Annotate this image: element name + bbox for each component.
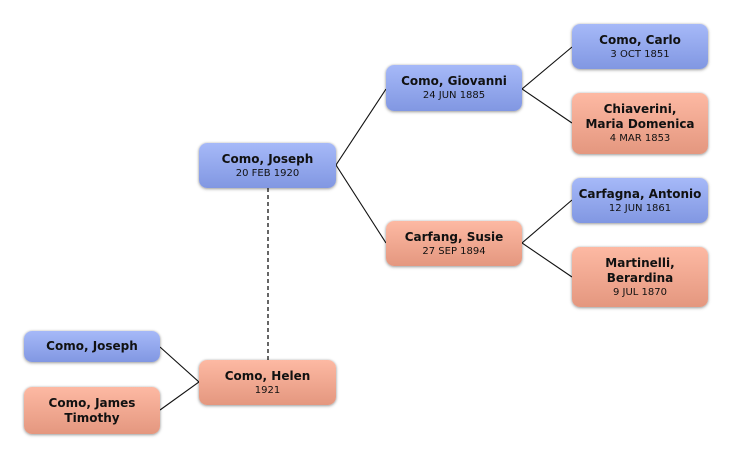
person-box-maternal-grandmother[interactable]: Martinelli, Berardina 9 JUL 1870: [572, 247, 708, 307]
person-box-mother[interactable]: Carfang, Susie 27 SEP 1894: [386, 221, 522, 266]
person-name: Como, James Timothy: [48, 395, 136, 425]
person-name: Como, Joseph: [221, 151, 314, 166]
person-box-child-2[interactable]: Como, James Timothy: [24, 387, 160, 434]
person-box-child-1[interactable]: Como, Joseph: [24, 331, 160, 362]
person-date: 4 MAR 1853: [609, 133, 671, 144]
person-name: Como, Joseph: [46, 339, 138, 353]
person-date: 27 SEP 1894: [422, 245, 486, 257]
connector-father-parents: [521, 46, 573, 124]
person-date: 3 OCT 1851: [610, 48, 670, 60]
person-box-paternal-grandmother[interactable]: Chiaverini, Maria Domenica 4 MAR 1853: [572, 93, 708, 154]
person-name: Chiaverini, Maria Domenica: [585, 102, 695, 131]
person-name: Martinelli, Berardina: [605, 255, 675, 285]
person-box-father[interactable]: Como, Giovanni 24 JUN 1885: [386, 65, 522, 111]
person-name: Como, Carlo: [599, 32, 681, 47]
person-name: Carfagna, Antonio: [578, 186, 702, 201]
connector-root-parents: [335, 88, 387, 244]
person-date: 20 FEB 1920: [235, 167, 300, 179]
person-date: 24 JUN 1885: [422, 90, 486, 101]
person-box-maternal-grandfather[interactable]: Carfagna, Antonio 12 JUN 1861: [572, 178, 708, 223]
connector-mother-parents: [521, 199, 573, 278]
person-date: 12 JUN 1861: [608, 202, 672, 214]
person-date: 9 JUL 1870: [612, 286, 667, 298]
person-box-root[interactable]: Como, Joseph 20 FEB 1920: [199, 143, 336, 188]
person-date: 1921: [254, 384, 281, 396]
person-name: Como, Giovanni: [401, 74, 507, 88]
person-name: Como, Helen: [224, 368, 311, 383]
person-box-spouse[interactable]: Como, Helen 1921: [199, 360, 336, 405]
connector-children-spouse: [159, 346, 200, 411]
person-name: Carfang, Susie: [404, 229, 504, 244]
person-box-paternal-grandfather[interactable]: Como, Carlo 3 OCT 1851: [572, 24, 708, 69]
